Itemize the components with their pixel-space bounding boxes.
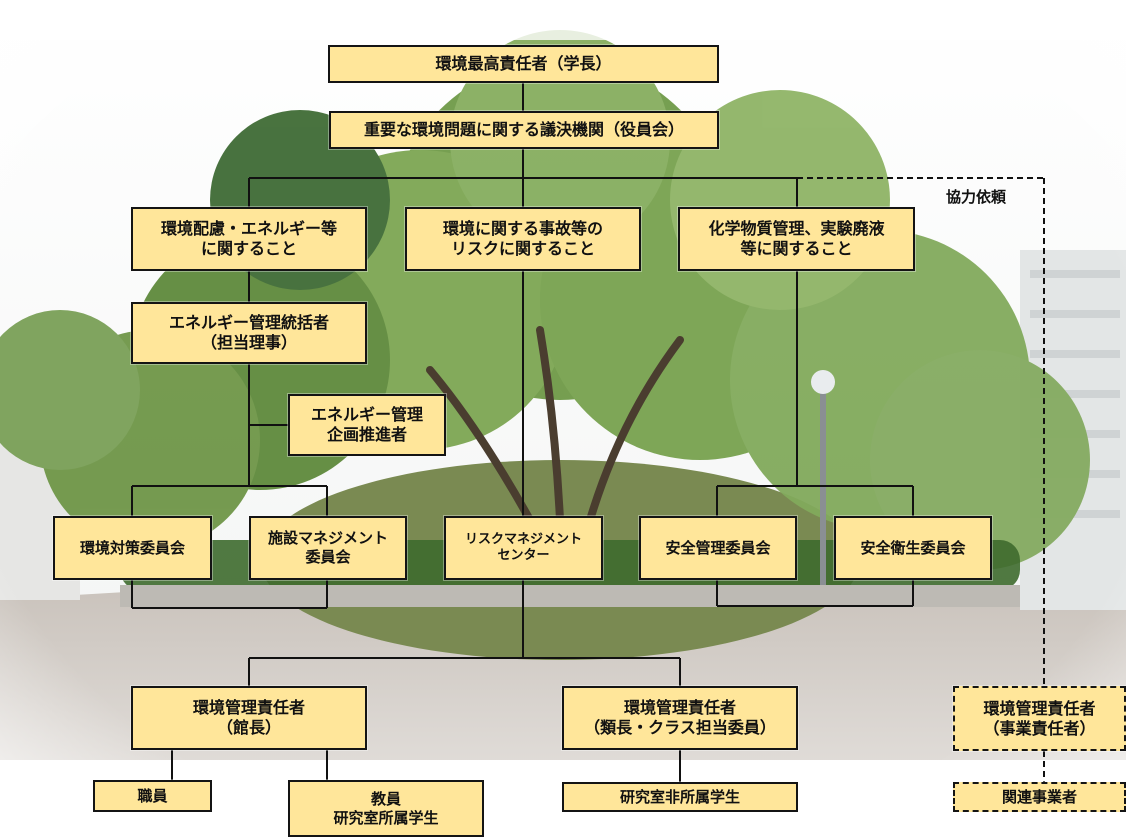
energy-planner-box: エネルギー管理 企画推進者: [288, 394, 446, 456]
area-accident-risk: 環境に関する事故等の リスクに関すること: [405, 207, 641, 271]
committee-environment: 環境対策委員会: [53, 516, 212, 580]
related-contractors-box: 関連事業者: [953, 782, 1126, 812]
committee-facility-management: 施設マネジメント 委員会: [249, 516, 407, 580]
top-executive-box: 環境最高責任者（学長）: [328, 45, 719, 83]
cooperation-request-label: 協力依頼: [946, 188, 1007, 206]
manager-business: 環境管理責任者 （事業責任者）: [953, 686, 1126, 751]
risk-management-center: リスクマネジメント センター: [444, 516, 603, 580]
staff-box: 職員: [93, 780, 212, 812]
area-chemical-waste: 化学物質管理、実験廃液 等に関すること: [678, 207, 915, 271]
non-lab-students-box: 研究室非所属学生: [562, 782, 798, 812]
faculty-lab-students-box: 教員 研究室所属学生: [288, 780, 484, 837]
energy-director-box: エネルギー管理統括者 （担当理事）: [131, 302, 367, 364]
manager-class-committee: 環境管理責任者 （類長・クラス担当委員）: [562, 686, 798, 750]
area-environment-energy: 環境配慮・エネルギー等 に関すること: [131, 207, 367, 271]
manager-director: 環境管理責任者 （館長）: [131, 686, 367, 750]
committee-health-safety: 安全衛生委員会: [834, 516, 992, 580]
committee-safety-management: 安全管理委員会: [639, 516, 797, 580]
board-box: 重要な環境問題に関する議決機関（役員会）: [329, 111, 719, 149]
